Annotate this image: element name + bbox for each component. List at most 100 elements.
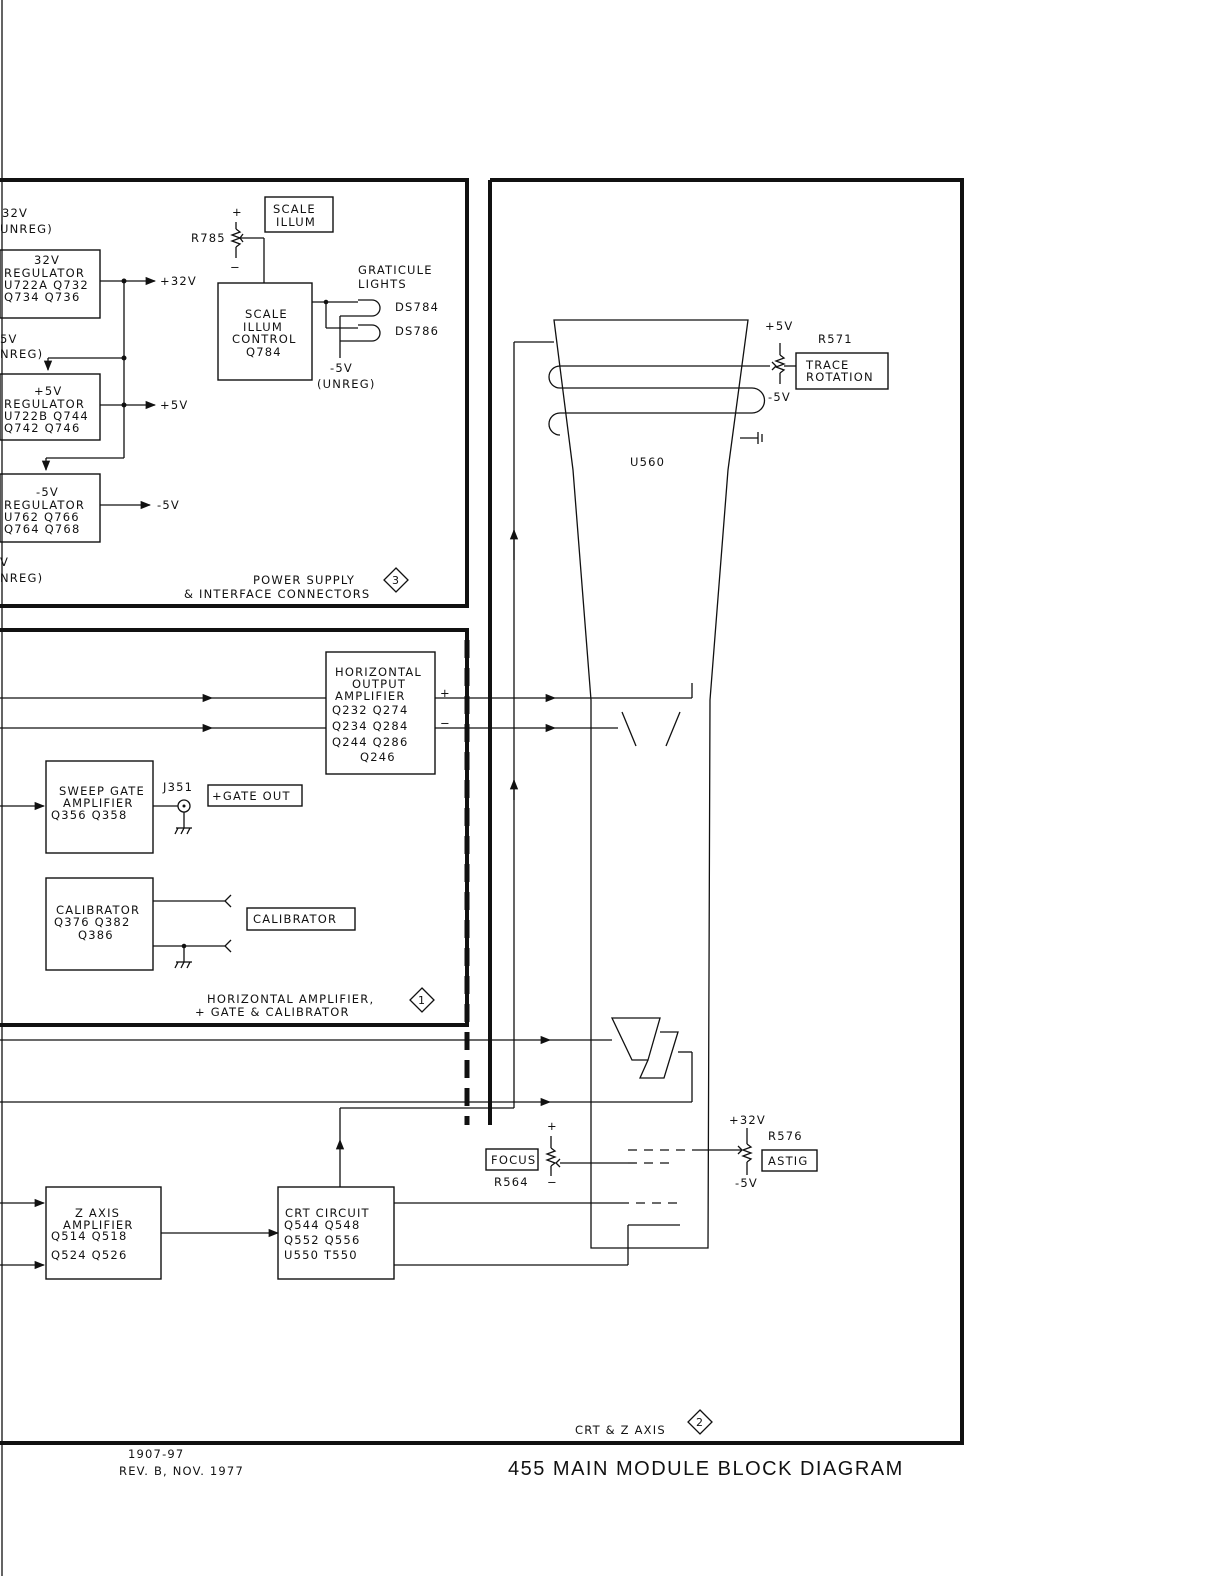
svg-text:SCALE: SCALE	[245, 307, 288, 321]
svg-text:Q232 Q274: Q232 Q274	[332, 703, 408, 717]
power-supply-title: POWER SUPPLY	[253, 573, 355, 587]
calibrator-block: CALIBRATOR Q376 Q382 Q386	[45, 877, 154, 971]
svg-text:CONTROL: CONTROL	[232, 332, 297, 346]
unreg-label-top: UNREG)	[0, 222, 53, 236]
svg-text:+GATE OUT: +GATE OUT	[212, 789, 291, 803]
svg-text:& INTERFACE CONNECTORS: & INTERFACE CONNECTORS	[184, 587, 370, 601]
horizontal-amp-title: HORIZONTAL AMPLIFIER,	[207, 992, 374, 1006]
svg-text:REGULATOR: REGULATOR	[4, 266, 85, 280]
z-axis-amplifier-block: Z AXIS AMPLIFIER Q514 Q518 Q524 Q526	[45, 1186, 162, 1280]
svg-text:Q544 Q548: Q544 Q548	[284, 1218, 360, 1232]
svg-text:REGULATOR: REGULATOR	[4, 498, 85, 512]
svg-text:+: +	[547, 1119, 558, 1133]
svg-text:32V: 32V	[34, 253, 60, 267]
crt-circuit-block: CRT CIRCUIT Q544 Q548 Q552 Q556 U550 T55…	[277, 1186, 395, 1280]
svg-text:5V: 5V	[0, 332, 18, 346]
horizontal-amplifier-section: HORIZONTAL OUTPUT AMPLIFIER Q232 Q274 Q2…	[0, 628, 469, 1027]
svg-text:+5V: +5V	[34, 384, 62, 398]
svg-text:Q784: Q784	[246, 345, 282, 359]
svg-text:2: 2	[696, 1416, 704, 1429]
svg-text:−: −	[547, 1175, 558, 1189]
horizontal-output-amplifier-block: HORIZONTAL OUTPUT AMPLIFIER Q232 Q274 Q2…	[325, 651, 436, 775]
svg-text:Q552 Q556: Q552 Q556	[284, 1233, 360, 1247]
svg-text:-5V: -5V	[735, 1176, 758, 1190]
svg-text:Q734 Q736: Q734 Q736	[4, 290, 80, 304]
svg-text:V: V	[0, 555, 9, 569]
svg-text:+: +	[440, 686, 451, 700]
svg-text:Z AXIS: Z AXIS	[75, 1206, 120, 1220]
r571-label: R571	[818, 332, 853, 346]
svg-text:OUTPUT: OUTPUT	[352, 677, 406, 691]
j351-label: J351	[162, 780, 193, 794]
scale-illum-control-block: SCALE ILLUM CONTROL Q784	[217, 282, 313, 381]
svg-text:-5V: -5V	[330, 361, 353, 375]
trace-rotation-label-box: TRACE ROTATION	[795, 352, 889, 390]
page-title: 455 MAIN MODULE BLOCK DIAGRAM	[508, 1458, 904, 1480]
svg-text:CALIBRATOR: CALIBRATOR	[253, 912, 337, 926]
svg-text:Q234 Q284: Q234 Q284	[332, 719, 408, 733]
svg-text:HORIZONTAL: HORIZONTAL	[335, 665, 422, 679]
scale-illum-label-box: SCALE ILLUM	[264, 196, 334, 233]
svg-text:U722B Q744: U722B Q744	[4, 409, 89, 423]
svg-text:DS786: DS786	[395, 324, 439, 338]
svg-text:SCALE: SCALE	[273, 202, 316, 216]
svg-text:LIGHTS: LIGHTS	[358, 277, 407, 291]
svg-text:CALIBRATOR: CALIBRATOR	[56, 903, 140, 917]
svg-text:AMPLIFIER: AMPLIFIER	[63, 1218, 134, 1232]
out-32v-label: +32V	[160, 274, 197, 288]
svg-text:Q246: Q246	[360, 750, 396, 764]
svg-text:Q524 Q526: Q524 Q526	[51, 1248, 127, 1262]
svg-text:U550 T550: U550 T550	[284, 1248, 358, 1262]
svg-text:+ GATE & CALIBRATOR: + GATE & CALIBRATOR	[195, 1005, 350, 1019]
svg-text:ILLUM: ILLUM	[276, 215, 316, 229]
svg-text:+: +	[232, 205, 243, 219]
r564-label: R564	[494, 1175, 529, 1189]
badge-2: 2	[687, 1409, 713, 1435]
svg-text:CRT CIRCUIT: CRT CIRCUIT	[285, 1206, 370, 1220]
regulator-neg5v-block: -5V REGULATOR U762 Q766 Q764 Q768	[0, 473, 101, 543]
svg-text:NREG): NREG)	[0, 571, 43, 585]
svg-text:Q514 Q518: Q514 Q518	[51, 1229, 127, 1243]
svg-text:+32V: +32V	[729, 1113, 766, 1127]
svg-text:Q742 Q746: Q742 Q746	[4, 421, 80, 435]
v32-unreg-label: 32V	[2, 206, 28, 220]
crt-z-axis-section: U560 +5V R571 -5V TRACE ROTATION	[0, 178, 964, 1445]
svg-text:Q764 Q768: Q764 Q768	[4, 522, 80, 536]
svg-text:DS784: DS784	[395, 300, 439, 314]
svg-text:+5V: +5V	[765, 319, 793, 333]
svg-text:Q244 Q286: Q244 Q286	[332, 735, 408, 749]
svg-text:1: 1	[418, 994, 426, 1007]
svg-text:-5V: -5V	[768, 390, 791, 404]
astig-label-box: ASTIG	[761, 1149, 818, 1172]
svg-text:FOCUS: FOCUS	[491, 1153, 536, 1167]
badge-3: 3	[383, 567, 409, 593]
svg-text:U722A Q732: U722A Q732	[4, 278, 89, 292]
r785-label: R785	[191, 231, 226, 245]
svg-text:NREG): NREG)	[0, 347, 43, 361]
regulator-32v-block: 32V REGULATOR U722A Q732 Q734 Q736	[0, 249, 101, 319]
svg-text:Q356 Q358: Q356 Q358	[51, 808, 127, 822]
svg-text:TRACE: TRACE	[805, 358, 850, 372]
out-5v-label: +5V	[160, 398, 188, 412]
crt-z-axis-title: CRT & Z AXIS	[575, 1423, 666, 1437]
svg-text:-5V: -5V	[36, 485, 59, 499]
regulator-5v-block: +5V REGULATOR U722B Q744 Q742 Q746	[0, 373, 101, 441]
power-supply-section: 32V UNREG) 32V REGULATOR U722A Q732 Q734…	[0, 178, 469, 608]
svg-text:ASTIG: ASTIG	[768, 1154, 809, 1168]
r576-label: R576	[768, 1129, 803, 1143]
calibrator-label-box: CALIBRATOR	[246, 907, 356, 931]
svg-text:SWEEP GATE: SWEEP GATE	[59, 784, 145, 798]
svg-text:AMPLIFIER: AMPLIFIER	[335, 689, 406, 703]
svg-text:U762 Q766: U762 Q766	[4, 510, 80, 524]
out-neg5v-label: -5V	[157, 498, 180, 512]
focus-label-box: FOCUS	[485, 1148, 539, 1171]
gate-out-label-box: +GATE OUT	[207, 784, 303, 807]
svg-text:REGULATOR: REGULATOR	[4, 397, 85, 411]
svg-text:3: 3	[392, 574, 400, 587]
document-number: 1907-97	[128, 1447, 184, 1461]
svg-text:Q376 Q382: Q376 Q382	[54, 915, 130, 929]
graticule-lights-label: GRATICULE	[358, 263, 433, 277]
svg-text:−: −	[230, 260, 241, 274]
svg-text:AMPLIFIER: AMPLIFIER	[63, 796, 134, 810]
